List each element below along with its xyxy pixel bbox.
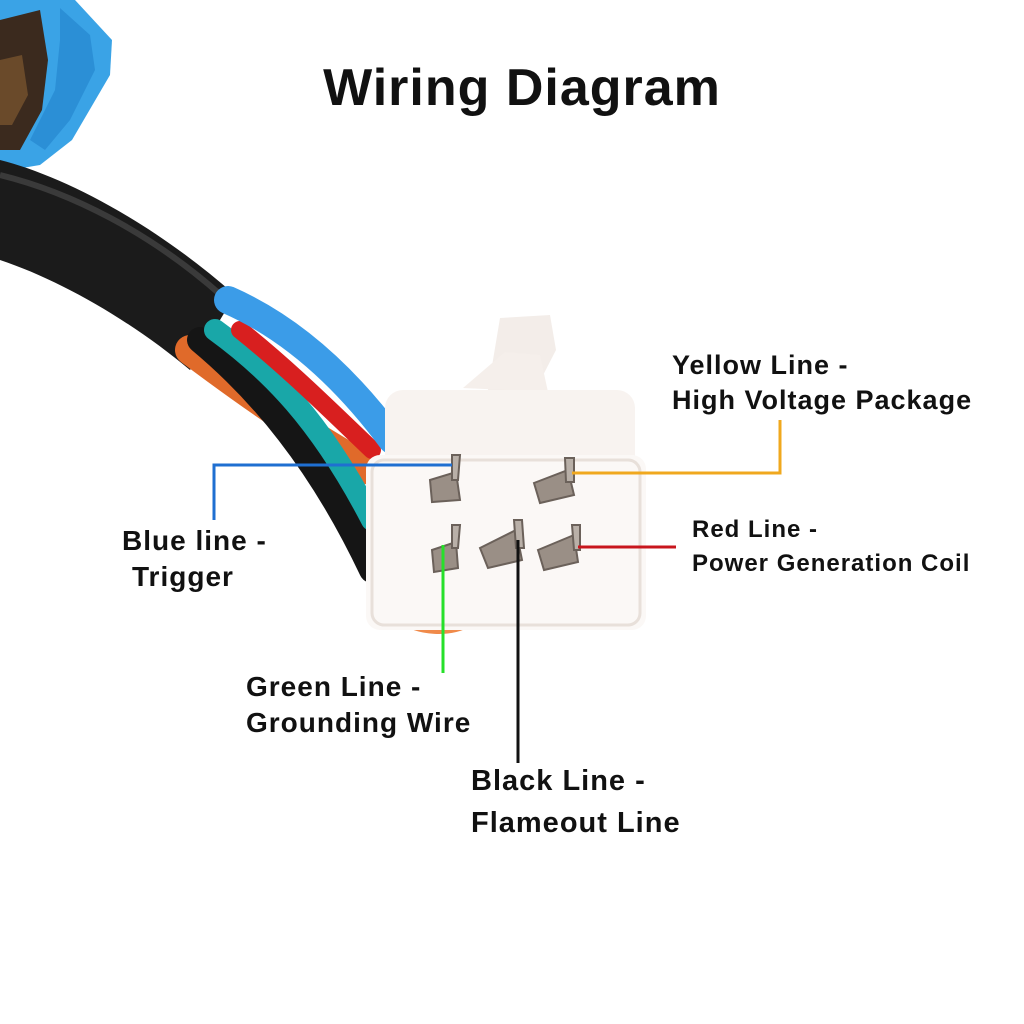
wire-red: [231, 321, 381, 459]
white-connector: [366, 315, 646, 630]
wire-blue: [214, 286, 406, 454]
red-line-name: Red Line -: [692, 516, 819, 543]
page-title: Wiring Diagram: [323, 59, 721, 117]
black-sheath: [0, 160, 235, 370]
black-line-name: Black Line -: [471, 765, 646, 797]
terminals: [428, 454, 581, 574]
wire-teal: [204, 319, 383, 531]
yellow-line-name: Yellow Line -: [672, 350, 849, 380]
red-line-label: Red Line - Power Generation Coil: [692, 513, 970, 580]
blue-line-label: Blue line - Trigger: [122, 523, 267, 596]
blue-leader-line: [212, 463, 452, 520]
red-line-function: Power Generation Coil: [692, 549, 971, 577]
black-line-function: Flameout Line: [471, 807, 681, 840]
leader-lines: [212, 420, 782, 763]
blue-line-name: Blue line -: [122, 525, 267, 556]
green-line-function: Grounding Wire: [246, 707, 472, 739]
green-line-label: Green Line - Grounding Wire: [246, 669, 471, 742]
wire-black: [187, 327, 385, 583]
blue-housing: [0, 0, 112, 170]
black-line-label: Black Line - Flameout Line: [471, 760, 681, 844]
yellow-line-function: High Voltage Package: [672, 385, 973, 416]
blue-line-function: Trigger: [132, 561, 234, 593]
yellow-leader-line: [572, 420, 782, 475]
yellow-line-label: Yellow Line - High Voltage Package: [672, 348, 972, 418]
green-line-name: Green Line -: [246, 671, 422, 702]
